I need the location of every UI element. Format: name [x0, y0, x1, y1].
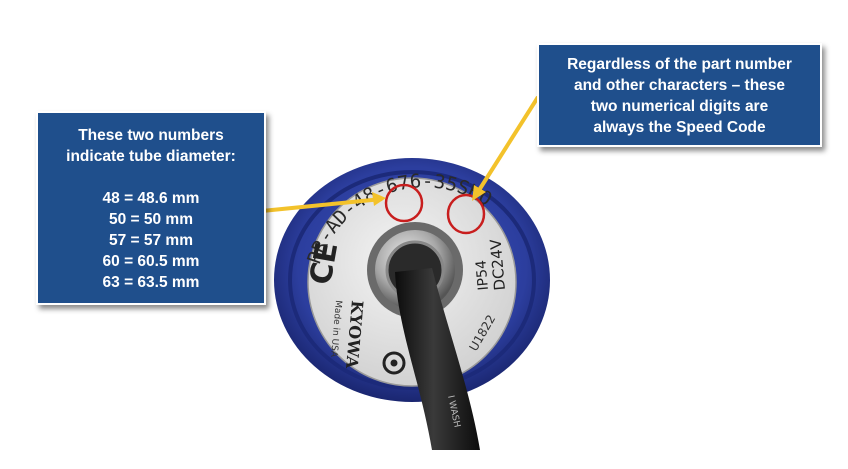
- speed-code-line-1: Regardless of the part number: [567, 56, 792, 73]
- diameter-intro-line-2: indicate tube diameter:: [66, 148, 236, 165]
- diameter-callout-intro: These two numbers indicate tube diameter…: [48, 125, 254, 167]
- diameter-callout: These two numbers indicate tube diameter…: [36, 111, 266, 305]
- diameter-arrow: [261, 197, 383, 213]
- diameter-arrow-head: [372, 192, 386, 206]
- diameter-row: 50 = 50 mm: [108, 211, 194, 228]
- speed-code-line-2: and other characters – these: [573, 77, 786, 94]
- speed-digits-highlight: [446, 193, 486, 235]
- speed-code-callout: Regardless of the part number and other …: [537, 43, 822, 147]
- diameter-digits-highlight: [384, 183, 424, 223]
- ce-mark: CE: [303, 239, 345, 287]
- speed-code-line-3: two numerical digits are: [590, 98, 769, 115]
- diameter-row: 63 = 63.5 mm: [102, 274, 200, 291]
- speed-code-line-4: always the Speed Code: [593, 119, 766, 136]
- speed-code-arrow: [474, 95, 540, 197]
- brand-logo-icon: [382, 351, 406, 375]
- speed-code-arrow-head: [472, 185, 486, 201]
- power-cable: [395, 268, 480, 450]
- brand-logo-dot: [390, 359, 398, 367]
- ip-rating-text: IP54: [473, 259, 492, 291]
- diameter-intro-line-1: These two numbers: [78, 127, 224, 144]
- diameter-row: 57 = 57 mm: [108, 232, 194, 249]
- voltage-text: DC24V: [487, 238, 509, 291]
- diameter-row: 48 = 48.6 mm: [102, 190, 200, 207]
- roller-inner-ring: [288, 170, 536, 390]
- diameter-row: 60 = 60.5 mm: [102, 253, 200, 270]
